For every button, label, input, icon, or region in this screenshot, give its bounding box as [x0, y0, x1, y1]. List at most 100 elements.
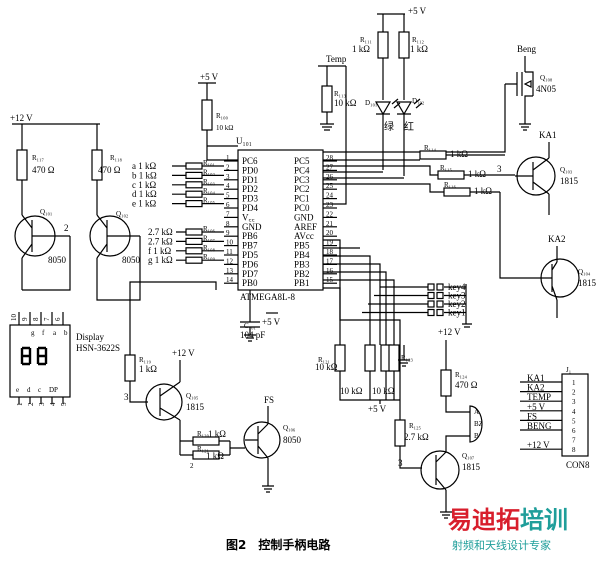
q102-ref: Q₁₀₂	[116, 210, 129, 218]
mcu-right-pin-label: PC4	[294, 165, 310, 175]
pulldown-resistors: R₁₂₁ 10 kΩ R₁₂₃ 10 kΩ 10 kΩ +5 V	[315, 239, 414, 414]
r117-ref: R₁₁₇	[32, 154, 45, 162]
mcu-right-pin-num: 28	[326, 154, 334, 162]
mcu-right-pin-label: AVcc	[294, 231, 314, 241]
r124-ref: R₁₂₄	[455, 371, 468, 379]
mcu-left-pin-label: PC6	[242, 156, 258, 166]
buzzer-icon	[469, 405, 483, 443]
q103-pin: 3	[497, 164, 502, 174]
cap-val: 104 pF	[240, 330, 265, 340]
r111-val: 1 kΩ	[352, 44, 370, 54]
r114-ref: R₁₁₄	[424, 144, 437, 152]
mcu-left-pin-num: 2	[226, 163, 230, 171]
buzzer-section: +12 V R₁₂₄ 470 Ω A BZ B R₁₂₅ 2.7 kΩ 3 Q₁…	[323, 287, 483, 519]
j1-pin: 6	[572, 427, 576, 435]
seg-resistor-label: b 1 kΩ	[132, 170, 157, 180]
mcu-right-pin-label: PB3	[294, 259, 310, 269]
q103-ref: Q₁₀₃	[560, 166, 573, 174]
r121b-val: 1 kΩ	[206, 451, 224, 461]
mcu-left-pin-num: 4	[226, 182, 230, 190]
q101-ref: Q₁₀₁	[40, 208, 52, 216]
mcu-right-pin-label: PC0	[294, 203, 310, 213]
seg-top-letter: g	[31, 329, 35, 337]
mcu-right-pin-num: 17	[326, 257, 334, 265]
r112-ref: R₁₁₂	[412, 36, 425, 44]
seg-resistor-label: 2.7 kΩ	[148, 227, 173, 237]
mcu-right-pin-num: 25	[326, 182, 334, 190]
mcu-left-pin-label: PD6	[242, 259, 259, 269]
bz-a: A	[474, 408, 479, 416]
mcu-ref: U₁₀₁	[236, 136, 252, 146]
mcu-name: ATMEGA8L-8	[240, 292, 295, 302]
bz-b: B	[474, 432, 479, 440]
watermark-brand-red: 易迪拓	[448, 506, 520, 534]
rail-label: +5 V	[368, 404, 387, 414]
fs-label: FS	[264, 395, 274, 405]
seg-resistor-ref: R₁₀₈	[203, 244, 216, 252]
beng-label: Beng	[517, 44, 536, 54]
watermark-brand-teal: 培训	[520, 506, 568, 534]
seg-resistor-ref: R₁₀₇	[203, 234, 216, 242]
key-label: key1	[448, 308, 466, 318]
d102-ref: D₁₀₂	[412, 97, 425, 105]
r113-ref: R₁₁₃	[334, 90, 347, 98]
seg-top-pin: 7	[43, 317, 51, 321]
mcu-left-pin-num: 13	[226, 267, 234, 275]
led-section: +5 V R₁₁₁ 1 kΩ R₁₁₂ 1 kΩ D₁₀₁ D₁₀₂ 绿 红 T…	[318, 6, 428, 205]
seg-resistor	[185, 237, 203, 245]
r116-ref: R₁₁₆	[444, 181, 457, 189]
seg-resistor-label: d 1 kΩ	[132, 189, 157, 199]
seg-resistor	[185, 200, 203, 208]
r119-val: 1 kΩ	[139, 364, 157, 374]
mcu-left-pin-num: 7	[226, 210, 230, 218]
d101-ref: D₁₀₁	[365, 99, 377, 107]
seg-resistor	[185, 171, 203, 179]
q104-type: 1815	[578, 278, 597, 288]
seg-bot-pin: 2	[27, 402, 35, 406]
rail-label: +5 V	[262, 317, 281, 327]
mcu-left-pin-label: PB6	[242, 231, 258, 241]
mcu-right-pin-num: 23	[326, 201, 334, 209]
j1-pin: 2	[572, 389, 576, 397]
q107-pin: 3	[398, 458, 403, 468]
mcu-left-pin-num: 14	[226, 276, 234, 284]
seg-resistor	[185, 256, 203, 264]
seg-top-letter: f	[42, 329, 45, 337]
r119-ref: R₁₁₉	[139, 356, 152, 364]
j1-pin: 5	[572, 417, 576, 425]
r123-ref: R₁₂₃	[401, 354, 414, 362]
mcu-right-pin-label: PC2	[294, 184, 310, 194]
seg-resistor-label: g 1 kΩ	[148, 255, 173, 265]
mcu-left-pin-label: PB7	[242, 241, 258, 251]
r115-val: 1 kΩ	[468, 169, 486, 179]
beng-mosfet: Beng Q₁₀₈ 4N05	[323, 44, 556, 153]
j1-signal: FS	[527, 411, 537, 421]
seg-resistor	[185, 247, 203, 255]
mcu-left-pin-num: 10	[226, 239, 234, 247]
beng-q-type: 4N05	[536, 84, 556, 94]
mcu-left-pin-num: 6	[226, 201, 230, 209]
mcu-left-pin-label: PB0	[242, 278, 258, 288]
rail-label: +5 V	[408, 6, 427, 16]
q101-type: 8050	[48, 255, 67, 265]
display-part: HSN-3622S	[76, 343, 120, 353]
seg-resistor-label: e 1 kΩ	[132, 199, 156, 209]
rail-12v-label: +12 V	[438, 327, 461, 337]
r121-ref: R₁₂₁	[318, 356, 330, 364]
mcu-left-pin-label: PD1	[242, 175, 258, 185]
r112-val: 1 kΩ	[410, 44, 428, 54]
ka1-label: KA1	[539, 130, 557, 140]
display-title: Display	[76, 332, 104, 342]
mcu-right-pin-num: 19	[326, 239, 334, 247]
fs-section: R₁₁₉ 1 kΩ 3 +12 V Q₁₀₅ 1815 R₁₂₀ 1 kΩ R₁…	[124, 281, 302, 493]
r120-val: 1 kΩ	[208, 429, 226, 439]
r125-val: 2.7 kΩ	[404, 432, 429, 442]
j1-signal: +5 V	[527, 402, 546, 412]
j1-signal: TEMP	[527, 392, 551, 402]
q107-type: 1815	[462, 462, 481, 472]
mcu-left-pin-label: PD0	[242, 165, 259, 175]
mcu-left-pin-label: PD4	[242, 203, 259, 213]
mcu-right-pin-label: PB5	[294, 241, 310, 251]
mcu-right-pin-label: PB2	[294, 269, 310, 279]
cap-c101: C₁₀₁ 104 pF +5 V	[240, 290, 281, 342]
